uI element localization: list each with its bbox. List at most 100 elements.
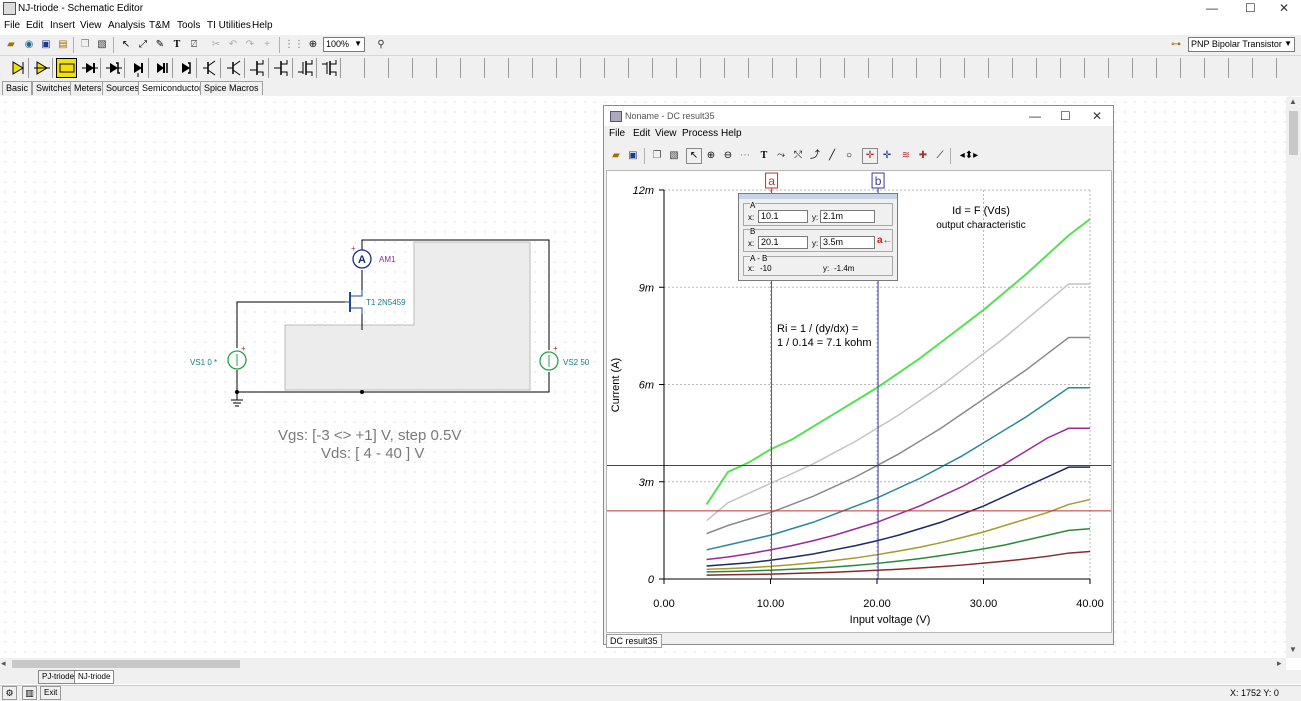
chart-icon[interactable]: ▥	[22, 686, 37, 700]
empty-slot[interactable]	[1040, 58, 1061, 78]
cursor-b-marker[interactable]	[871, 172, 885, 189]
dc-maximize-button[interactable]: ☐	[1060, 109, 1071, 123]
line-tool-icon[interactable]: ╱	[828, 150, 836, 161]
empty-slot[interactable]	[872, 58, 893, 78]
empty-slot[interactable]	[896, 58, 917, 78]
horizontal-scrollbar[interactable]: ◂ ▸	[0, 658, 1286, 670]
empty-slot[interactable]	[680, 58, 701, 78]
delete-icon[interactable]: ✂	[211, 39, 221, 50]
dc-menu-file[interactable]: File	[609, 128, 626, 139]
zoom-fit-icon[interactable]: ⋯	[740, 150, 750, 161]
empty-slot[interactable]	[992, 58, 1013, 78]
paste-icon[interactable]: ▧	[97, 39, 107, 50]
save-icon[interactable]: ▣	[628, 150, 638, 161]
scroll-down-icon[interactable]: ▼	[1289, 645, 1297, 654]
empty-slot[interactable]	[632, 58, 653, 78]
varactor-tool[interactable]	[152, 58, 173, 78]
add-icon[interactable]: +	[264, 39, 270, 50]
nmos-tool[interactable]	[296, 58, 317, 78]
pmos-tool[interactable]	[320, 58, 341, 78]
tab-basic[interactable]: Basic	[2, 81, 33, 95]
led-pair-tool[interactable]	[32, 58, 53, 78]
empty-slot[interactable]	[1232, 58, 1253, 78]
curve-tool-2-icon[interactable]: ⤲	[794, 150, 802, 161]
settings-icon[interactable]: ⚙	[2, 686, 17, 700]
empty-slot[interactable]	[776, 58, 797, 78]
pjfet-tool[interactable]	[272, 58, 293, 78]
dc-result-window[interactable]: Noname - DC result35 — ☐ ✕ File Edit Vie…	[603, 105, 1114, 648]
menu-ti-utilities[interactable]: TI Utilities	[207, 20, 251, 31]
dc-menu-view[interactable]: View	[655, 128, 677, 139]
ammeter-icon[interactable]	[352, 249, 372, 269]
tab-sources[interactable]: Sources	[102, 81, 144, 95]
menu-tools[interactable]: Tools	[177, 20, 201, 31]
empty-slot[interactable]	[464, 58, 485, 78]
dc-minimize-button[interactable]: —	[1029, 109, 1041, 123]
copy-icon[interactable]: ❐	[80, 39, 90, 50]
menu-view[interactable]: View	[80, 20, 102, 31]
tab-spice-macros[interactable]: Spice Macros	[200, 81, 263, 95]
component-select[interactable]: PNP Bipolar Transistor ▼	[1188, 37, 1295, 52]
cursor-a-marker[interactable]	[765, 172, 779, 189]
dc-menu-edit[interactable]: Edit	[633, 128, 651, 139]
tunnel-diode-tool[interactable]	[176, 58, 197, 78]
scroll-left-icon[interactable]: ◂	[1, 658, 6, 668]
label-tool-icon[interactable]: ⍁	[191, 39, 197, 50]
copy-icon[interactable]: ❐	[652, 150, 662, 161]
horizontal-scroll-thumb[interactable]	[12, 660, 240, 668]
paste-icon[interactable]: ▧	[669, 150, 679, 161]
empty-slot[interactable]	[512, 58, 533, 78]
npn-tool[interactable]	[200, 58, 221, 78]
place-component-icon[interactable]: ⊶	[1171, 39, 1181, 50]
empty-slot[interactable]	[704, 58, 725, 78]
empty-slot[interactable]	[752, 58, 773, 78]
zener-tool[interactable]	[104, 58, 125, 78]
empty-slot[interactable]	[1160, 58, 1181, 78]
pnp-tool[interactable]	[224, 58, 245, 78]
menu-tm[interactable]: T&M	[149, 20, 171, 31]
cursor-b-x-field[interactable]: 20.1	[758, 236, 808, 249]
zoom-in-icon[interactable]: ⊕	[706, 150, 716, 161]
open-icon[interactable]: ▰	[612, 150, 620, 161]
text-tool-icon[interactable]: T	[173, 39, 181, 50]
empty-slot[interactable]	[728, 58, 749, 78]
empty-slot[interactable]	[1016, 58, 1037, 78]
vertical-scrollbar[interactable]: ▲ ▼	[1286, 97, 1301, 658]
open-icon[interactable]: ▰	[7, 39, 15, 50]
menu-edit[interactable]: Edit	[26, 20, 44, 31]
probe-icon[interactable]: ⚲	[377, 39, 385, 50]
menu-help[interactable]: Help	[252, 20, 273, 31]
tab-meters[interactable]: Meters	[70, 81, 106, 95]
curve-marker-icon[interactable]: ≋	[901, 150, 911, 161]
empty-slot[interactable]	[1064, 58, 1085, 78]
empty-slot[interactable]	[824, 58, 845, 78]
display-tool[interactable]	[56, 58, 77, 78]
empty-slot[interactable]	[944, 58, 965, 78]
schottky-tool[interactable]	[128, 58, 149, 78]
arrow-nav-icon[interactable]: ◂⬍▸	[959, 150, 979, 161]
undo-icon[interactable]: ↶	[228, 39, 238, 50]
cursor-a-x-field[interactable]: 10.1	[758, 210, 808, 223]
select-arrow-icon[interactable]: ↖	[686, 148, 702, 164]
wire-icon[interactable]: ⤢	[139, 39, 147, 50]
empty-slot[interactable]	[800, 58, 821, 78]
empty-slot[interactable]	[656, 58, 677, 78]
empty-slot[interactable]	[368, 58, 389, 78]
curve-tool-3-icon[interactable]: ⤴	[810, 150, 820, 161]
dc-menu-help[interactable]: Help	[721, 128, 742, 139]
cursor-a-icon[interactable]: ✛	[862, 148, 878, 164]
menu-insert[interactable]: Insert	[50, 20, 76, 31]
refresh-icon[interactable]: ◉	[24, 39, 34, 50]
snap-to-curve-icon[interactable]: a←	[877, 235, 893, 246]
sheet-tab-nj-triode[interactable]: NJ-triode	[74, 670, 115, 684]
save-as-icon[interactable]: ▤	[58, 39, 68, 50]
empty-slot[interactable]	[344, 58, 365, 78]
empty-slot[interactable]	[1208, 58, 1229, 78]
exit-button[interactable]: Exit	[40, 686, 62, 700]
dc-menu-process[interactable]: Process	[682, 128, 719, 139]
grid-icon[interactable]: ⋮⋮	[284, 39, 304, 50]
empty-slot[interactable]	[608, 58, 629, 78]
empty-slot[interactable]	[440, 58, 461, 78]
empty-slot[interactable]	[968, 58, 989, 78]
